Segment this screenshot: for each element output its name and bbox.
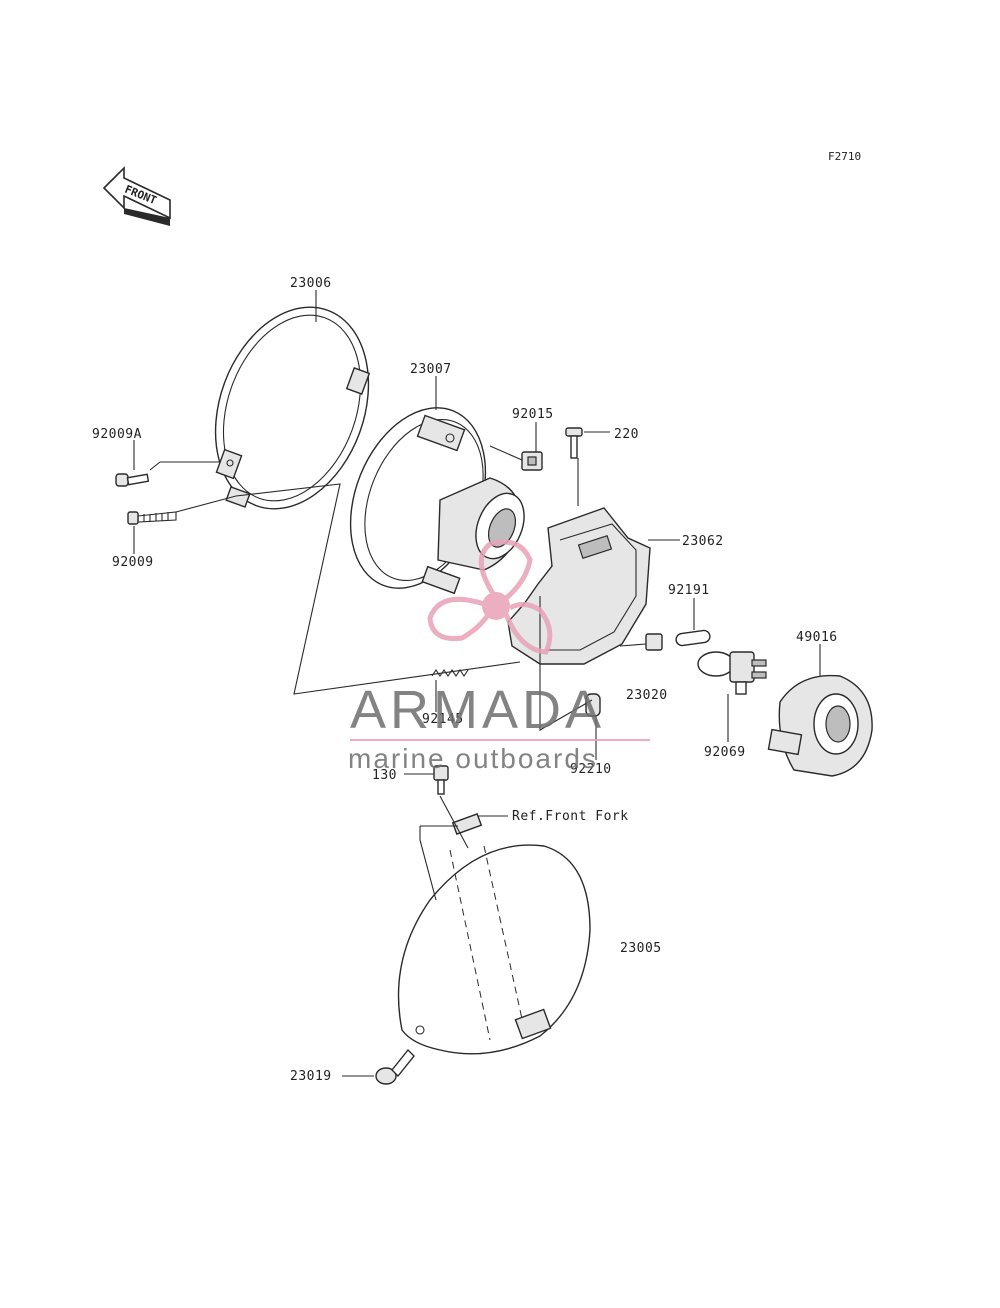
bolt-130 xyxy=(433,765,449,795)
leader-lines xyxy=(133,290,821,1077)
label-220: 220 xyxy=(614,427,639,442)
label-23062: 23062 xyxy=(682,534,724,549)
screw-92210 xyxy=(585,693,601,717)
label-92069: 92069 xyxy=(704,745,746,760)
bulb-92069 xyxy=(697,651,767,695)
label-92009: 92009 xyxy=(112,555,154,570)
armada-watermark: ARMADA marine outboards xyxy=(348,539,650,774)
label-ref-front-fork: Ref.Front Fork xyxy=(512,809,629,824)
screw-23019 xyxy=(375,1048,415,1085)
label-92015: 92015 xyxy=(512,407,554,422)
label-92145: 92145 xyxy=(422,712,464,727)
front-fork-stay xyxy=(451,813,483,835)
label-92210: 92210 xyxy=(570,762,612,777)
headlight-bracket xyxy=(507,507,651,665)
label-23006: 23006 xyxy=(290,276,332,291)
armada-logo-hub xyxy=(482,592,510,620)
headlight-rim xyxy=(214,306,371,510)
label-92191: 92191 xyxy=(668,583,710,598)
label-23019: 23019 xyxy=(290,1069,332,1084)
figure-code: F2710 xyxy=(828,150,861,163)
spring-92145 xyxy=(431,669,469,677)
watermark-brand: ARMADA xyxy=(350,680,605,740)
label-23005: 23005 xyxy=(620,941,662,956)
watermark-tagline: marine outboards xyxy=(348,743,598,774)
screw-92009a xyxy=(115,473,150,487)
collar-92191 xyxy=(675,629,711,647)
label-49016: 49016 xyxy=(796,630,838,645)
screw-92009 xyxy=(127,511,177,525)
bolt-220 xyxy=(565,427,583,459)
armada-propeller-logo-icon xyxy=(427,539,553,655)
front-arrow-icon: FRONT xyxy=(102,166,171,226)
headlight-unit xyxy=(349,407,525,595)
label-23020: 23020 xyxy=(626,688,668,703)
label-130: 130 xyxy=(372,768,397,783)
label-92009a: 92009A xyxy=(92,427,142,442)
nut-23020 xyxy=(645,633,663,651)
label-23007: 23007 xyxy=(410,362,452,377)
dust-cover-49016 xyxy=(767,674,873,777)
headlight-housing xyxy=(397,844,591,1055)
nut-92015 xyxy=(521,451,543,471)
